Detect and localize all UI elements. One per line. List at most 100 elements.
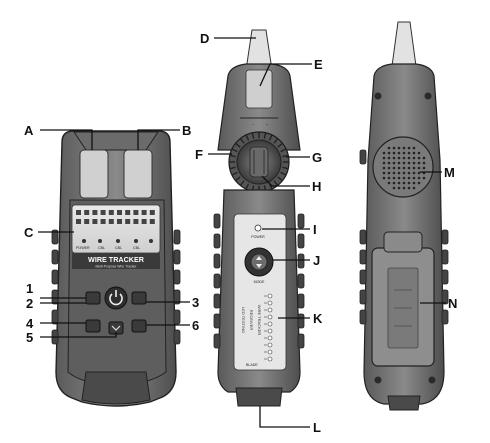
side-text-1: WIRE TRACKER (257, 305, 262, 336)
speaker-hole (397, 166, 401, 170)
led-dot (133, 210, 139, 215)
back-probe-tip (391, 21, 417, 67)
speaker-hole (417, 156, 421, 160)
speaker-hole (397, 186, 401, 190)
back-bottom (387, 395, 421, 411)
speaker-hole (402, 171, 406, 175)
led-dot (125, 210, 131, 215)
led-dot (100, 210, 106, 215)
led-dot (108, 219, 114, 224)
power-icon (109, 293, 123, 306)
speaker-hole (412, 146, 416, 150)
label-d: D (200, 31, 209, 46)
speaker-hole (417, 176, 421, 180)
label-4: 4 (26, 316, 34, 331)
wheel-tooth (229, 166, 236, 170)
wheel-tooth (235, 176, 241, 182)
right-up-button[interactable] (131, 291, 147, 305)
speaker-hole (422, 156, 426, 160)
label-f: F (195, 147, 203, 162)
speaker-hole (407, 181, 411, 185)
speaker-hole (417, 171, 421, 175)
speaker-hole (407, 171, 411, 175)
speaker-hole (407, 146, 411, 150)
speaker-hole (407, 166, 411, 170)
led-dot (92, 219, 98, 224)
led-dot (267, 293, 273, 299)
left-up-button[interactable] (85, 291, 101, 305)
speaker-hole (382, 156, 386, 160)
port-a (79, 149, 109, 199)
wheel-tooth (277, 142, 283, 148)
speaker-holes (382, 146, 426, 190)
speaker-hole (402, 161, 406, 165)
speaker-hole (382, 171, 386, 175)
led-dot (108, 210, 114, 215)
speaker-hole (392, 161, 396, 165)
wheel-tooth (231, 148, 238, 153)
speaker-hole (412, 156, 416, 160)
label-a: A (24, 123, 34, 138)
speaker-hole (387, 146, 391, 150)
right-down-button[interactable] (131, 319, 147, 333)
screw-icon (374, 92, 382, 100)
wheel-teeth (229, 132, 289, 192)
brand-strip (72, 253, 160, 269)
led-dot (267, 328, 273, 334)
speaker-hole (397, 161, 401, 165)
led-dot (267, 314, 273, 320)
wheel-tooth (251, 132, 255, 139)
speaker-hole (417, 166, 421, 170)
speaker-hole (387, 176, 391, 180)
label-l: L (313, 420, 321, 435)
wheel-tooth (273, 138, 279, 144)
transmitter-bottom (81, 371, 151, 405)
led-dot (267, 356, 273, 362)
label-n: N (448, 296, 457, 311)
speaker-hole (392, 151, 396, 155)
led-dot (149, 210, 155, 215)
receiver-front: − + POWER (213, 29, 305, 407)
left-down-button[interactable] (85, 319, 101, 333)
speaker-hole (397, 146, 401, 150)
label-h: H (312, 179, 321, 194)
speaker-hole (392, 181, 396, 185)
speaker-hole (387, 181, 391, 185)
speaker-hole (407, 161, 411, 165)
speaker-hole (392, 156, 396, 160)
label-m: M (444, 165, 455, 180)
power-button[interactable] (104, 286, 128, 310)
speaker-hole (387, 151, 391, 155)
wheel-tooth (268, 134, 273, 141)
speaker-hole (407, 156, 411, 160)
wheel-tooth (277, 176, 283, 182)
speaker-hole (387, 166, 391, 170)
label-b: B (182, 123, 191, 138)
plus-symbol: + (266, 123, 268, 127)
flashlight-window (245, 69, 273, 109)
chevron-down-icon (111, 325, 121, 331)
wheel-tooth (273, 180, 279, 186)
status-label-cbl-1: CBL (98, 246, 105, 250)
led-grid (76, 210, 155, 224)
led-dot (92, 210, 98, 215)
speaker-hole (417, 181, 421, 185)
label-i: I (313, 222, 317, 237)
led-indicator-column (264, 293, 273, 362)
speaker-hole (392, 146, 396, 150)
led-dot (149, 219, 155, 224)
wheel-tooth (282, 166, 289, 170)
led-dot (84, 210, 90, 215)
speaker-hole (382, 166, 386, 170)
speaker-hole (382, 161, 386, 165)
speaker-hole (402, 181, 406, 185)
speaker-hole (402, 166, 406, 170)
led-dot (100, 219, 106, 224)
speaker-hole (397, 171, 401, 175)
speaker-hole (402, 186, 406, 190)
button-cluster (85, 286, 147, 335)
speaker-hole (392, 166, 396, 170)
label-2: 2 (26, 296, 33, 311)
speaker-hole (412, 161, 416, 165)
